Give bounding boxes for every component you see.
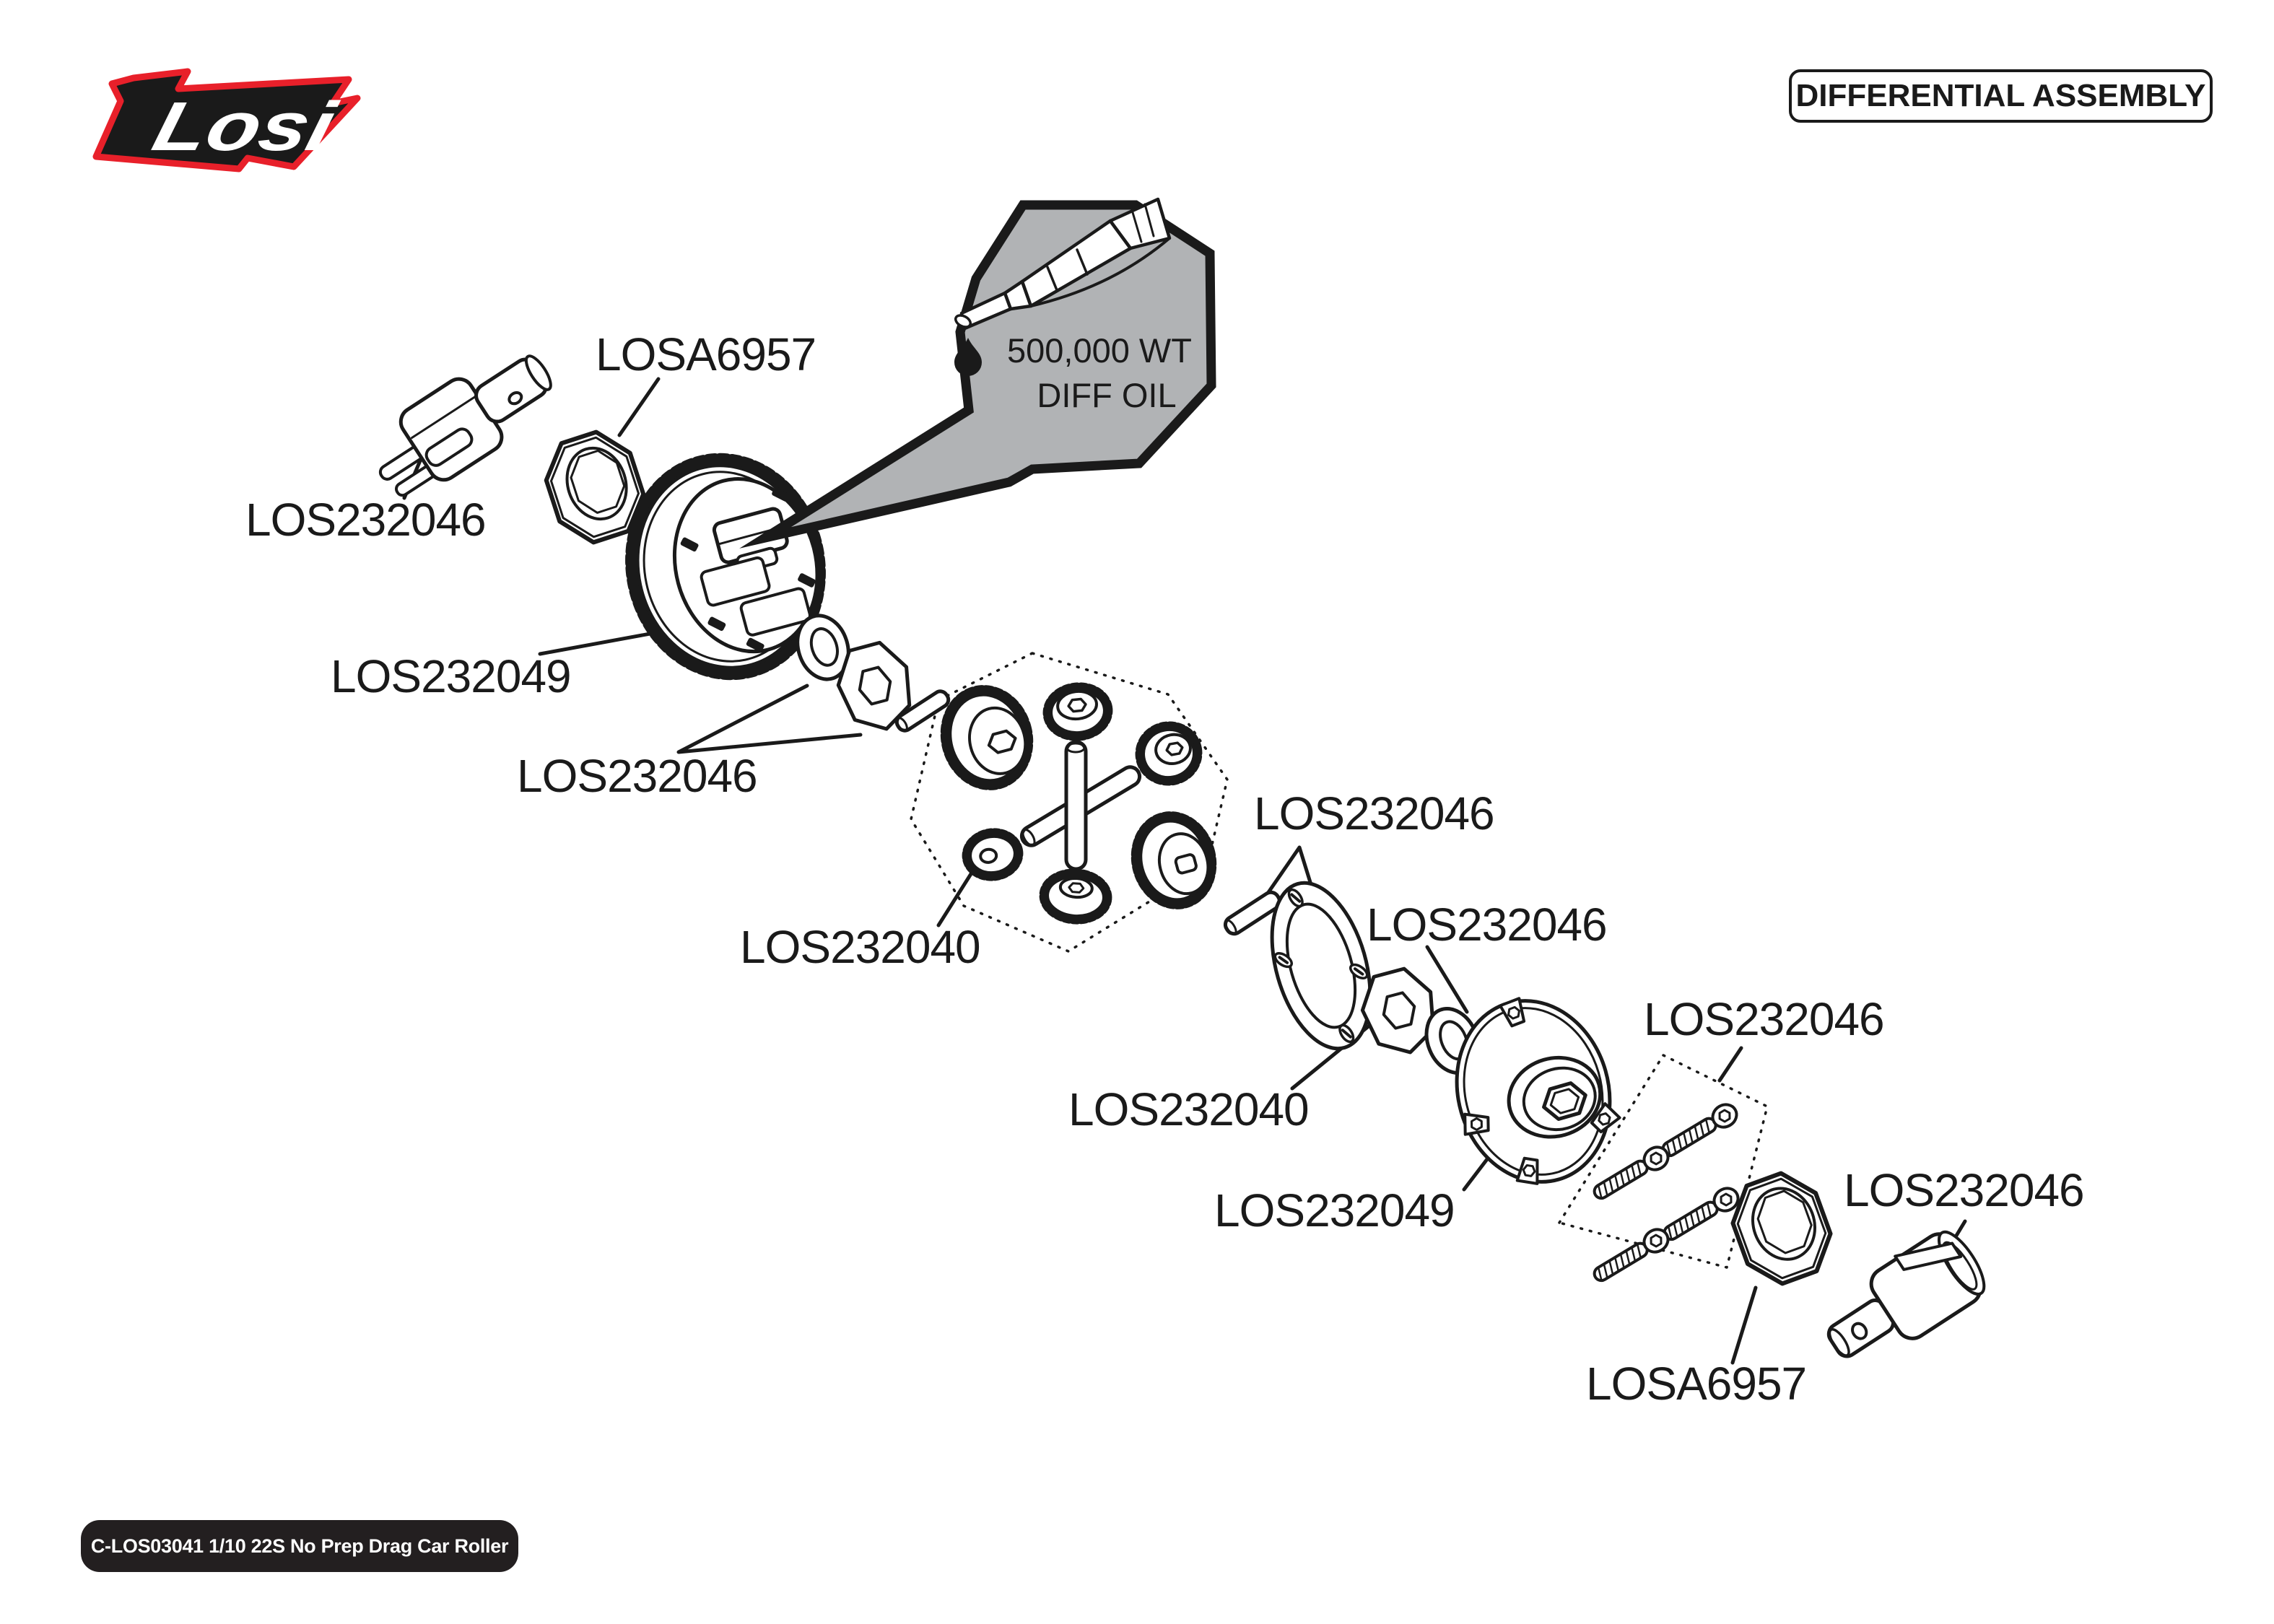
part-label-losa6957-left: LOSA6957 <box>596 328 816 380</box>
product-badge: C-LOS03041 1/10 22S No Prep Drag Car Rol… <box>81 1520 518 1572</box>
part-label-los232040-washer: LOS232040 <box>1068 1083 1309 1135</box>
left-bearing-part <box>544 429 646 545</box>
cross-pin-vertical <box>1064 740 1088 871</box>
left-oring-part <box>796 614 850 681</box>
screw-set-outline <box>1558 1054 1769 1269</box>
internal-gear-set <box>940 682 1217 925</box>
part-label-los232049-gear: LOS232049 <box>331 650 571 702</box>
gasket-part <box>1270 881 1372 1051</box>
part-label-los232046-right: LOS232046 <box>1844 1164 2084 1216</box>
losi-logo: Losi <box>92 68 361 173</box>
screw-3 <box>1663 1187 1740 1241</box>
screw-2 <box>1593 1145 1670 1200</box>
left-pin-part <box>894 689 951 733</box>
diff-gear-set-outline <box>910 652 1229 953</box>
part-label-los232049-cover: LOS232049 <box>1214 1184 1455 1236</box>
right-outdrive-part <box>1826 1230 1986 1358</box>
pinion-gear-top <box>1042 682 1113 741</box>
bevel-gear-lower-right <box>1131 811 1217 909</box>
cover-screw-notches <box>1463 997 1621 1185</box>
right-bearing-part <box>1730 1171 1833 1286</box>
middle-pin-part <box>1223 890 1282 936</box>
part-label-los232046-screws: LOS232046 <box>1644 993 1884 1045</box>
pinion-gear-right <box>1135 721 1203 786</box>
part-label-losa6957-right: LOSA6957 <box>1586 1358 1806 1410</box>
screw-4 <box>1593 1228 1670 1283</box>
page-title: DIFFERENTIAL ASSEMBLY <box>1789 69 2213 123</box>
cover-screws <box>1593 1103 1740 1283</box>
small-gear-lower-left <box>962 828 1024 881</box>
pinion-gear-bottom <box>1039 868 1112 925</box>
oil-droplet-icon <box>954 338 982 376</box>
losi-logo-text: Losi <box>146 87 344 165</box>
leader-lines <box>402 377 1967 1365</box>
left-hex-washer-part <box>836 640 912 731</box>
callout-oil-type: DIFF OIL <box>1037 376 1177 414</box>
part-label-los232046-left: LOS232046 <box>245 494 486 546</box>
oil-tube-icon <box>954 197 1172 331</box>
left-outdrive-part <box>378 354 552 497</box>
part-label-los232046-oring: LOS232046 <box>1367 899 1607 951</box>
bevel-gear-upper-left <box>940 685 1034 790</box>
part-label-los232046-shims: LOS232046 <box>517 750 757 802</box>
screw-1 <box>1661 1103 1738 1158</box>
diff-cover-part <box>1455 997 1621 1185</box>
oil-callout-balloon <box>739 197 1216 549</box>
part-label-los232040-set: LOS232040 <box>740 921 980 973</box>
part-labels: LOSA6957 LOS232046 LOS232049 LOS232046 L… <box>245 328 2085 1410</box>
part-label-los232046-pin: LOS232046 <box>1254 787 1494 839</box>
callout-oil-weight: 500,000 WT <box>1006 331 1193 370</box>
